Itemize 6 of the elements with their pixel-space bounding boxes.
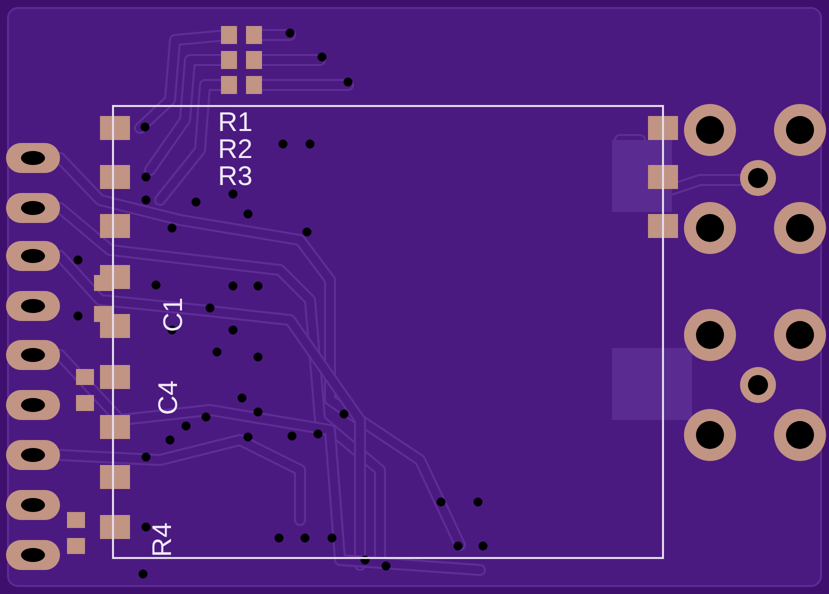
component-label: C1 (160, 297, 187, 332)
component-label: C4 (155, 380, 182, 415)
component-label: R3 (218, 163, 253, 190)
component-label: R4 (149, 522, 176, 557)
component-label: R1 (218, 109, 253, 136)
component-label: R2 (218, 136, 253, 163)
